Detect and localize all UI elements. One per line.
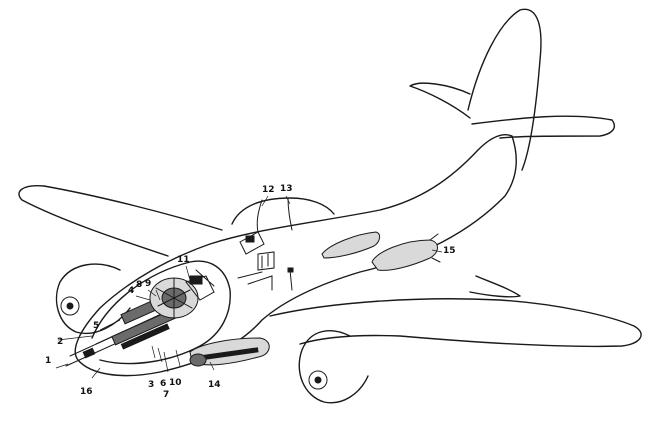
linkage-rods	[237, 269, 293, 291]
callout-13: 13	[280, 184, 293, 194]
callout-10: 10	[169, 378, 182, 388]
gun-mount-block	[189, 275, 203, 285]
control-box	[245, 235, 255, 243]
callout-2: 2	[57, 337, 64, 347]
canopy-frame	[256, 197, 293, 233]
cannon-feed	[120, 323, 170, 350]
wing-near-trailing-edge	[469, 275, 521, 298]
gun-muzzle	[82, 347, 96, 359]
callout-16: 16	[80, 387, 93, 397]
engine-intake-near-core	[314, 376, 322, 384]
callout-1: 1	[45, 356, 52, 366]
engine-intake-near	[308, 370, 328, 390]
vertical-fin	[467, 8, 542, 171]
ammunition-drum-ribs	[155, 277, 193, 319]
callout-14: 14	[208, 380, 221, 390]
callout-8: 8	[136, 280, 143, 290]
callout-3: 3	[148, 380, 155, 390]
callout-6: 6	[160, 379, 167, 389]
cockpit-canopy	[231, 197, 335, 225]
control-column	[239, 231, 265, 255]
callout-9: 9	[145, 279, 152, 289]
engine-nacelle-near	[298, 330, 369, 404]
nose-cutaway-edge	[91, 260, 231, 365]
engine-nacelle-far	[55, 263, 131, 334]
horizontal-stabilizer-near	[471, 115, 616, 139]
callout-15: 15	[443, 246, 456, 256]
linkage-block	[287, 267, 294, 273]
wing-near	[269, 298, 642, 348]
wing-far	[18, 184, 223, 257]
leader-lines	[55, 195, 443, 379]
wing-drop-tank-fin	[429, 233, 441, 263]
horizontal-stabilizer-far	[409, 82, 471, 119]
callout-11: 11	[177, 255, 190, 265]
fuselage	[74, 134, 517, 377]
engine-intake-far-core	[66, 302, 74, 310]
callout-4: 4	[128, 286, 135, 296]
callout-12: 12	[262, 185, 275, 195]
far-wing-store	[321, 231, 381, 259]
belly-cannon-nose	[189, 353, 207, 367]
wing-drop-tank	[371, 239, 438, 271]
callout-7: 7	[163, 390, 170, 400]
instrument-rack	[257, 251, 275, 271]
engine-intake-far	[60, 296, 80, 316]
callout-5: 5	[93, 321, 100, 331]
